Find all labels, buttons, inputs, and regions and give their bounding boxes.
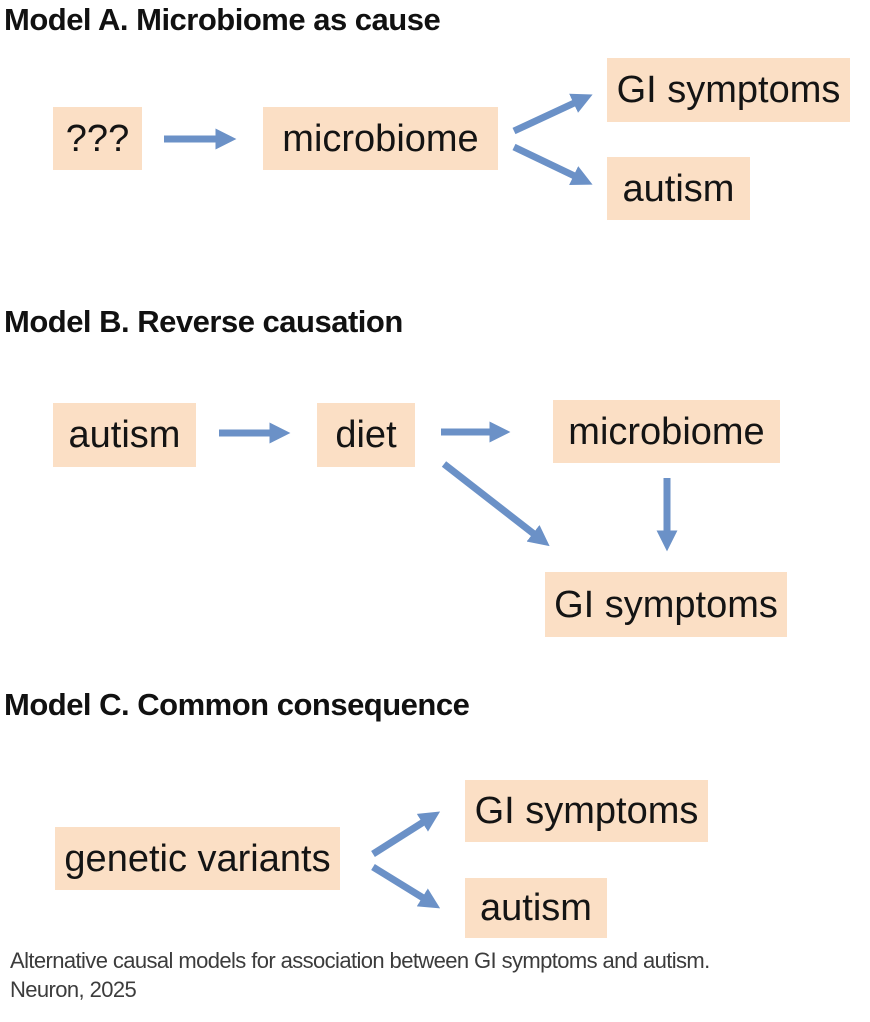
node-autism-b: autism: [53, 403, 196, 467]
caption-line-2: Neuron, 2025: [10, 977, 137, 1002]
node-gi-symptoms-c: GI symptoms: [465, 780, 708, 842]
arrow-genetic-to-autism-c: [371, 864, 441, 909]
figure-caption: Alternative causal models for associatio…: [10, 946, 840, 1004]
node-genetic-variants-c: genetic variants: [55, 827, 340, 890]
node-microbiome-a: microbiome: [263, 107, 498, 170]
model-c-title: Model C. Common consequence: [4, 687, 470, 722]
node-microbiome-b: microbiome: [553, 400, 780, 463]
arrow-microbiome-to-autism-a: [512, 143, 593, 186]
model-b-title: Model B. Reverse causation: [4, 304, 403, 339]
caption-line-1: Alternative causal models for associatio…: [10, 948, 710, 973]
node-gi-symptoms-a: GI symptoms: [607, 58, 850, 122]
arrow-genetic-to-gi-c: [371, 811, 441, 857]
arrow-diet-to-gi-b: [441, 461, 550, 547]
node-diet-b: diet: [317, 403, 415, 467]
model-a-title: Model A. Microbiome as cause: [4, 2, 441, 37]
arrow-microbiome-to-gi-a: [512, 93, 593, 135]
node-autism-c: autism: [465, 878, 607, 938]
node-autism-a: autism: [607, 157, 750, 220]
node-unknown-cause-a: ???: [53, 107, 142, 170]
node-gi-symptoms-b: GI symptoms: [545, 572, 787, 637]
